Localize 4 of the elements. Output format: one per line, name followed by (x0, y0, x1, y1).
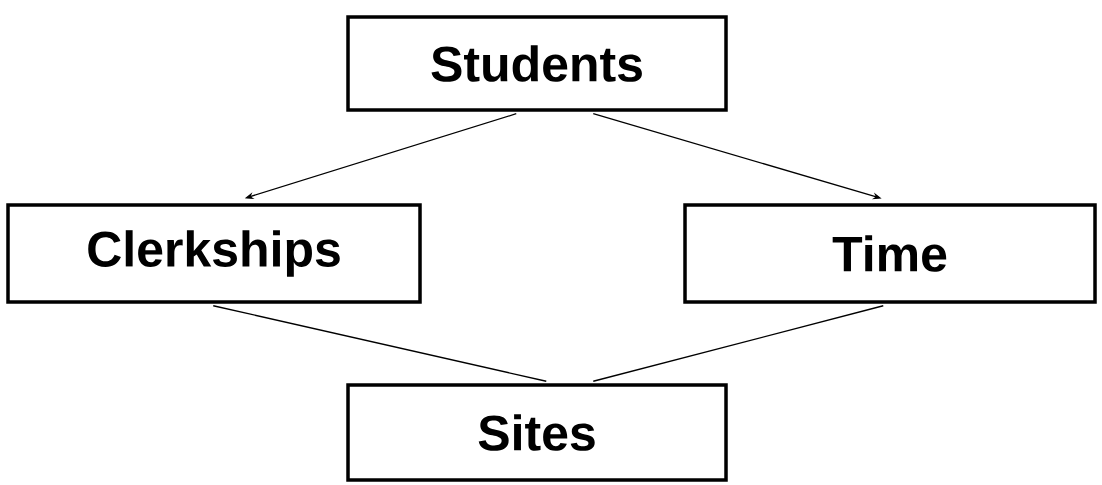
box: Sites (346, 383, 728, 482)
box: Clerkships (6, 203, 422, 304)
box: Time (683, 203, 1097, 304)
box: Students (346, 15, 728, 112)
